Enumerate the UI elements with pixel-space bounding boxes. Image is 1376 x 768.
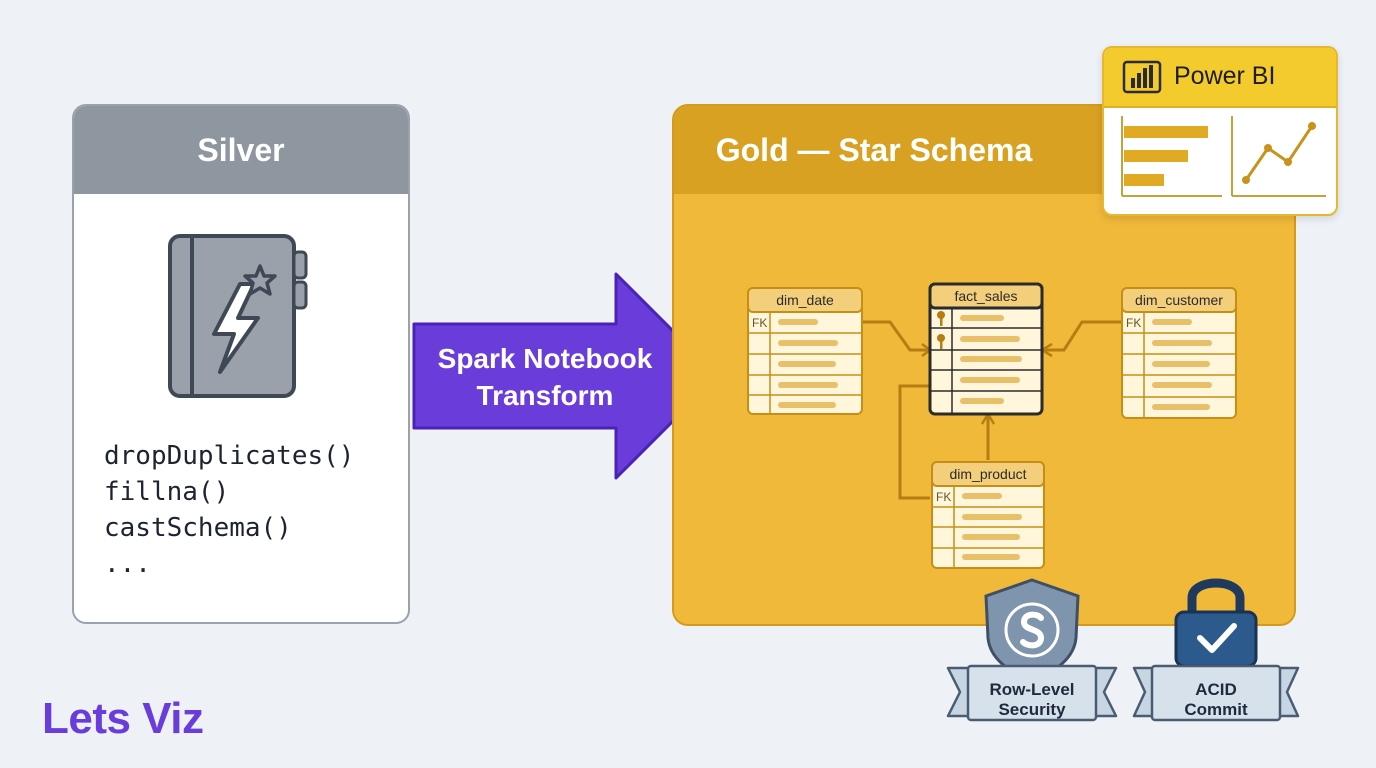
code-line: dropDuplicates(): [104, 441, 355, 471]
acid-badge: [1132, 578, 1300, 722]
connector-fact-customer: [1042, 320, 1122, 352]
powerbi-header: [1104, 48, 1336, 108]
powerbi-chart-thumbnails: [1121, 116, 1326, 197]
table-name-dim-customer: dim_customer: [1135, 292, 1223, 308]
rls-label-line1: Row-Level: [989, 680, 1075, 699]
rls-label-line2: Security: [998, 700, 1066, 719]
arrow-label: Spark Notebook Transform: [416, 340, 674, 414]
code-line: castSchema(): [104, 513, 292, 543]
lock-check-icon: [1174, 578, 1258, 668]
powerbi-card: Power BI: [1102, 46, 1338, 216]
fk-label: FK: [1126, 316, 1141, 330]
key-icon: [937, 311, 945, 349]
powerbi-logo-icon: [1122, 60, 1162, 94]
star-schema-diagram: dim_date FK fact_sales: [747, 282, 1237, 569]
rls-badge: [946, 578, 1118, 722]
line-thumbnail: [1244, 125, 1314, 181]
bar-thumbnail: [1124, 126, 1208, 138]
bar-thumbnail: [1124, 174, 1164, 186]
gold-title: Gold — Star Schema: [715, 131, 1033, 168]
table-dim-date: dim_date FK: [747, 287, 863, 415]
connector-date-fact: [862, 320, 930, 352]
table-dim-customer: dim_customer FK: [1121, 287, 1237, 419]
table-fact-sales: fact_sales: [928, 282, 1044, 416]
brand-logo: Lets Viz: [42, 694, 204, 743]
table-name-dim-product: dim_product: [949, 466, 1026, 482]
connector-product-fact: [898, 384, 930, 500]
silver-title: Silver: [74, 106, 408, 194]
arrow-label-line1: Spark Notebook: [437, 343, 653, 374]
acid-label: ACID Commit: [1152, 680, 1280, 720]
code-line: fillna(): [104, 477, 230, 507]
rls-label: Row-Level Security: [966, 680, 1098, 720]
acid-label-line2: Commit: [1184, 700, 1248, 719]
fk-label: FK: [936, 490, 951, 504]
silver-panel: Silver dropDuplicates() fillna() castSch…: [72, 104, 410, 624]
notebook-lightning-icon: [168, 234, 308, 398]
arrow-label-line2: Transform: [476, 380, 614, 411]
table-dim-product: dim_product FK: [931, 461, 1045, 569]
transform-arrow: [412, 272, 720, 480]
fk-label: FK: [752, 316, 767, 330]
acid-label-line1: ACID: [1195, 680, 1237, 699]
code-line: ...: [104, 549, 151, 579]
table-name-dim-date: dim_date: [776, 292, 834, 308]
transform-code-list: dropDuplicates() fillna() castSchema() .…: [104, 438, 354, 582]
table-name-fact-sales: fact_sales: [954, 288, 1017, 304]
powerbi-label: Power BI: [1174, 62, 1276, 90]
bar-thumbnail: [1124, 150, 1188, 162]
